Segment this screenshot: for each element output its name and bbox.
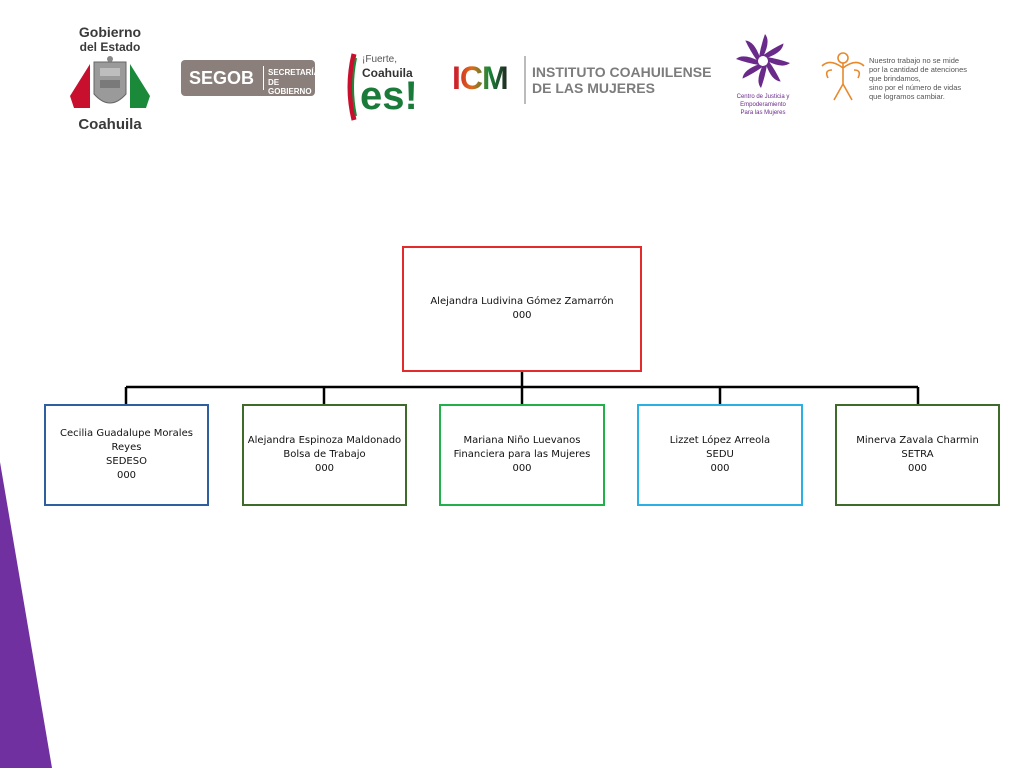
pinwheel-flower-icon (736, 34, 790, 88)
gobierno-logo-line3: Coahuila (78, 116, 142, 133)
child-3-dept: Financiera para las Mujeres (453, 449, 591, 460)
orange-figure-icon (821, 52, 865, 101)
motto-logo: Nuestro trabajo no se mide por la cantid… (818, 48, 978, 104)
org-node-child-1: Cecilia Guadalupe Morales Reyes SEDESO 0… (44, 404, 209, 506)
gobierno-coahuila-logo: Gobierno del Estado Coahuila (64, 22, 156, 134)
centro-line3: Para las Mujeres (740, 110, 786, 116)
child-2-code: 000 (314, 463, 335, 474)
icm-line2: DE LAS MUJERES (532, 80, 655, 96)
icm-divider (524, 56, 526, 104)
child-5-code: 000 (907, 463, 928, 474)
fuerte-bracket-icon (347, 53, 357, 121)
child-3-name: Mariana Niño Luevanos (463, 435, 581, 446)
segob-logo: SEGOB SECRETARÍA DE GOBIERNO (181, 60, 319, 96)
icm-line1: INSTITUTO COAHUILENSE (532, 64, 712, 80)
motto-line5: que logramos cambiar. (869, 92, 945, 101)
fuerte-line2: Coahuila (362, 66, 413, 80)
segob-divider (263, 66, 264, 90)
org-node-child-5: Minerva Zavala Charmin SETRA 000 (835, 404, 1000, 506)
child-4-name: Lizzet López Arreola (669, 435, 771, 446)
child-2-dept: Bolsa de Trabajo (283, 449, 366, 460)
centro-line1: Centro de Justicia y (736, 94, 790, 100)
motto-line3: que brindamos, (869, 74, 921, 83)
segob-line2: DE GOBIERNO (268, 78, 312, 96)
purple-wedge-decoration (0, 462, 52, 768)
child-3-code: 000 (512, 463, 532, 474)
icm-acronym-text: ICM (452, 60, 509, 96)
fuerte-line3: es! (360, 74, 418, 118)
coat-of-arms-icon (70, 56, 150, 108)
icm-acronym: ICM (452, 60, 509, 97)
motto-line4: sino por el número de vidas (869, 83, 962, 92)
org-node-child-2: Alejandra Espinoza Maldonado Bolsa de Tr… (242, 404, 407, 506)
gobierno-logo-line2: del Estado (79, 40, 141, 54)
child-5-name: Minerva Zavala Charmin (856, 435, 979, 446)
child-1-code: 000 (116, 470, 137, 481)
gobierno-logo-line1: Gobierno (78, 24, 142, 40)
child-5-dept: SETRA (901, 449, 934, 460)
child-4-code: 000 (710, 463, 730, 474)
fuerte-coahuila-logo: ¡Fuerte, Coahuila es! (344, 52, 424, 122)
segob-line1: SECRETARÍA (268, 68, 320, 77)
motto-line2: por la cantidad de atenciones (869, 65, 967, 74)
head-name: Alejandra Ludivina Gómez Zamarrón (430, 296, 614, 307)
centro-line2: Empoderamiento (740, 102, 786, 108)
icm-logo: ICM INSTITUTO COAHUILENSE DE LAS MUJERES (452, 54, 712, 106)
org-node-child-4: Lizzet López Arreola SEDU 000 (637, 404, 803, 506)
child-1-name: Cecilia Guadalupe Morales Reyes (60, 428, 193, 453)
fuerte-line1: ¡Fuerte, (362, 54, 398, 65)
org-node-head: Alejandra Ludivina Gómez Zamarrón 000 (402, 246, 642, 372)
child-1-dept: SEDESO (106, 456, 147, 467)
segob-acronym: SEGOB (189, 68, 255, 88)
org-node-child-3: Mariana Niño Luevanos Financiera para la… (439, 404, 605, 506)
motto-line1: Nuestro trabajo no se mide (869, 56, 960, 65)
child-4-dept: SEDU (706, 449, 734, 460)
head-code: 000 (512, 310, 532, 321)
child-2-name: Alejandra Espinoza Maldonado (247, 435, 402, 446)
centro-justicia-logo: Centro de Justicia y Empoderamiento Para… (730, 32, 796, 118)
